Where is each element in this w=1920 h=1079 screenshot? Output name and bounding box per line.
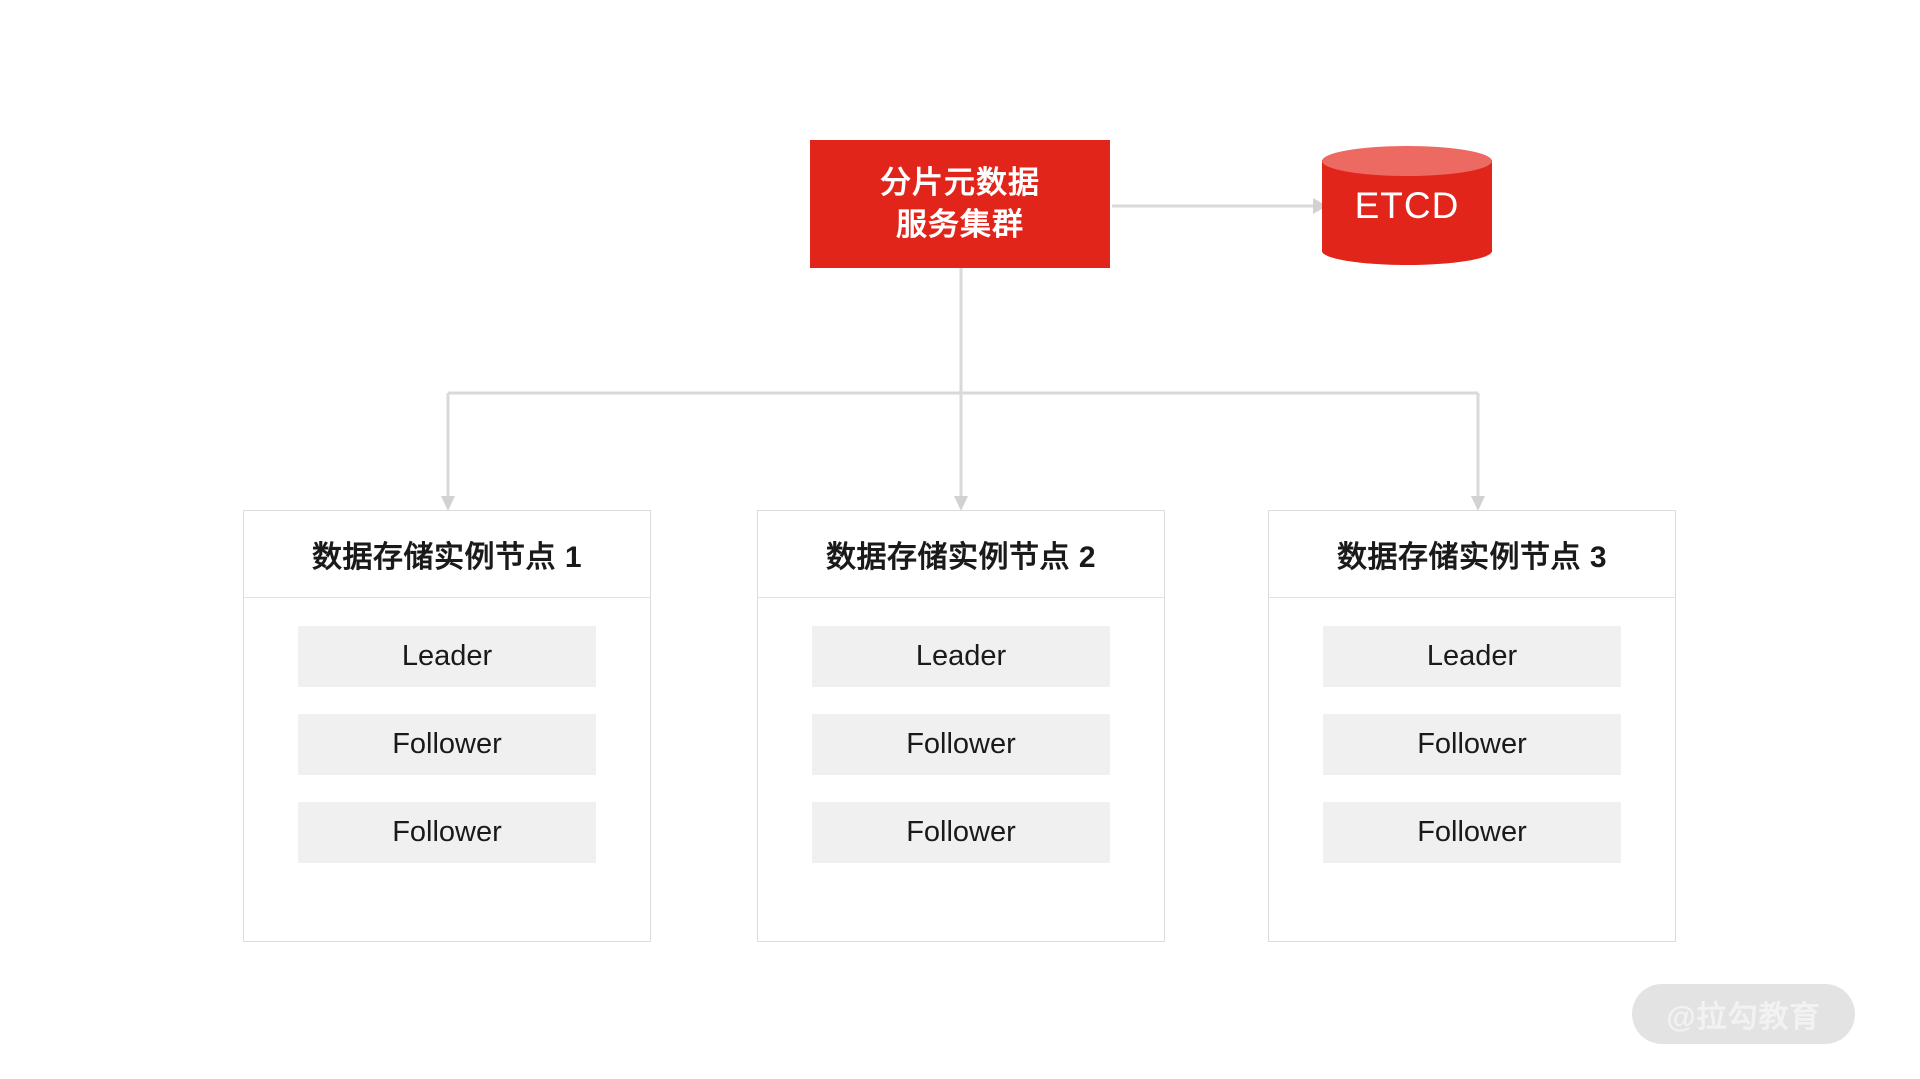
role-chip-leader[interactable]: Leader [1323,626,1621,687]
etcd-cylinder[interactable]: ETCD [1322,146,1492,265]
etcd-label: ETCD [1354,185,1460,226]
node-panel-3-body: Leader Follower Follower [1269,598,1675,863]
arrowhead-node-2 [954,496,968,511]
role-chip-follower[interactable]: Follower [1323,802,1621,863]
cylinder-top-ellipse [1322,146,1492,176]
meta-service-label-line1: 分片元数据 [880,165,1040,201]
node-panel-3-header: 数据存储实例节点 3 [1269,511,1675,598]
arrowhead-node-3 [1471,496,1485,511]
meta-service-label-line2: 服务集群 [896,207,1024,242]
arrowhead-node-1 [441,496,455,511]
watermark-badge: @拉勾教育 [1632,984,1855,1044]
role-chip-follower[interactable]: Follower [1323,714,1621,775]
node-panel-1-header: 数据存储实例节点 1 [244,511,650,598]
role-chip-follower[interactable]: Follower [298,714,596,775]
node-panel-1[interactable]: 数据存储实例节点 1 Leader Follower Follower [243,510,651,942]
meta-service-box[interactable]: 分片元数据 服务集群 [810,140,1110,268]
role-chip-leader[interactable]: Leader [298,626,596,687]
node-panel-2-body: Leader Follower Follower [758,598,1164,863]
node-panel-2-header: 数据存储实例节点 2 [758,511,1164,598]
watermark-text: @拉勾教育 [1666,1001,1821,1034]
role-chip-leader[interactable]: Leader [812,626,1110,687]
node-panel-3[interactable]: 数据存储实例节点 3 Leader Follower Follower [1268,510,1676,942]
role-chip-follower[interactable]: Follower [812,714,1110,775]
role-chip-follower[interactable]: Follower [298,802,596,863]
role-chip-follower[interactable]: Follower [812,802,1110,863]
node-panel-1-body: Leader Follower Follower [244,598,650,863]
node-panel-2[interactable]: 数据存储实例节点 2 Leader Follower Follower [757,510,1165,942]
